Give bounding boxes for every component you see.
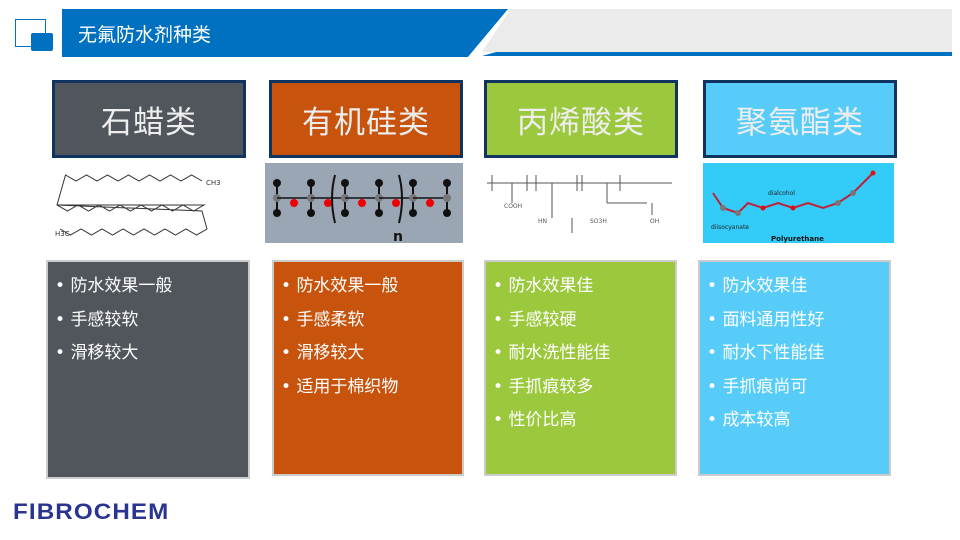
feature-item: 手感较硬: [493, 304, 675, 338]
feature-item: 手感较软: [55, 304, 248, 338]
feature-item: 耐水下性能佳: [707, 337, 889, 371]
hn-label: HN: [538, 218, 547, 225]
feature-item: 手感柔软: [281, 304, 462, 338]
feature-item: 成本较高: [707, 404, 889, 438]
header-silicone: 有机硅类: [269, 80, 463, 158]
features-acrylic: 防水效果佳手感较硬耐水洗性能佳手抓痕较多性价比高: [484, 260, 677, 476]
features-paraffin: 防水效果一般手感较软滑移较大: [46, 260, 250, 479]
title-bar-right: [482, 9, 952, 52]
feature-item: 防水效果佳: [493, 270, 675, 304]
feature-item: 滑移较大: [281, 337, 462, 371]
paraffin-structure-image: CH3 H3C: [55, 174, 221, 238]
header-paraffin: 石蜡类: [52, 80, 246, 158]
dialcohol-label: dialcohol: [768, 190, 795, 197]
silicone-structure-image: n: [265, 163, 463, 243]
feature-item: 滑移较大: [55, 337, 248, 371]
cooh-label: COOH: [504, 203, 522, 210]
feature-item: 手抓痕较多: [493, 371, 675, 405]
feature-item: 面料通用性好: [707, 304, 889, 338]
title-underline: [482, 52, 952, 56]
feature-item: 防水效果一般: [281, 270, 462, 304]
fibrochem-logo: FIBROCHEM: [13, 499, 170, 524]
feature-item: 防水效果一般: [55, 270, 248, 304]
feature-item: 适用于棉织物: [281, 371, 462, 405]
diisocyanate-label: diisocyanate: [711, 224, 749, 231]
polyurethane-structure-image: dialcohol diisocyanate Polyurethane: [703, 163, 894, 243]
page-title: 无氟防水剂种类: [78, 24, 212, 46]
deco-square-filled: [31, 33, 53, 51]
polyurethane-label: Polyurethane: [771, 235, 824, 243]
feature-item: 手抓痕尚可: [707, 371, 889, 405]
header-acrylic: 丙烯酸类: [484, 80, 678, 158]
ch3-label: CH3: [206, 179, 221, 187]
acrylic-structure-image: COOH HN SO3H OH: [487, 175, 672, 233]
header-polyurethane: 聚氨酯类: [703, 80, 897, 158]
features-silicone: 防水效果一般手感柔软滑移较大适用于棉织物: [272, 260, 464, 476]
n-label: n: [393, 229, 403, 243]
title-bar: [62, 9, 508, 57]
h3c-label: H3C: [55, 230, 70, 238]
oh-label: OH: [650, 218, 659, 225]
feature-item: 耐水洗性能佳: [493, 337, 675, 371]
so3h-label: SO3H: [590, 218, 607, 225]
feature-item: 性价比高: [493, 404, 675, 438]
features-polyurethane: 防水效果佳面料通用性好耐水下性能佳手抓痕尚可成本较高: [698, 260, 891, 476]
feature-item: 防水效果佳: [707, 270, 889, 304]
